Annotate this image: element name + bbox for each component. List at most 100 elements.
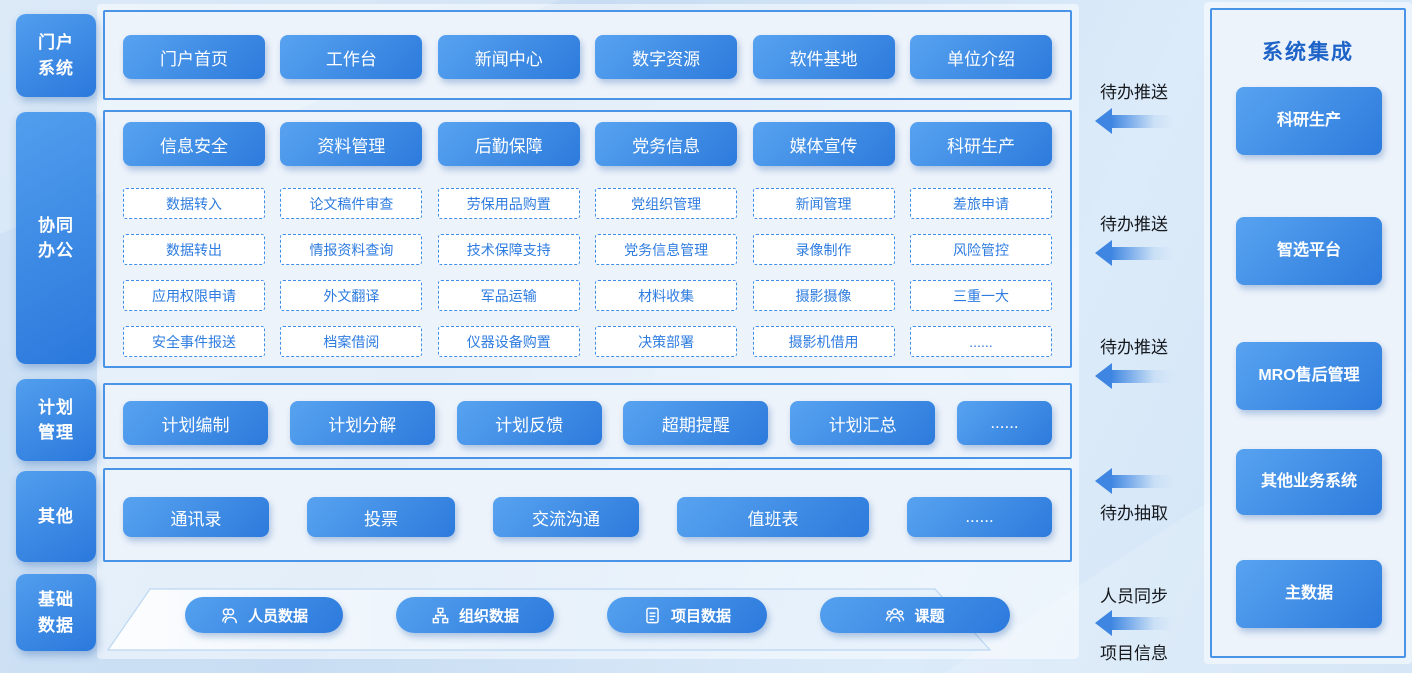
party-info-button[interactable]: 党务信息 bbox=[595, 122, 738, 166]
sidebar-item-plan: 计划 管理 bbox=[16, 379, 96, 461]
organization-data-button[interactable]: 组织数据 bbox=[396, 597, 554, 633]
flow-label: 待办推送 bbox=[1100, 83, 1168, 102]
portal-section: 门户首页 工作台 新闻中心 数字资源 软件基地 单位介绍 bbox=[103, 10, 1072, 100]
left-arrow-icon bbox=[1095, 363, 1173, 389]
pill-label: 课题 bbox=[914, 607, 945, 625]
other-section: 通讯录 投票 交流沟通 值班表 ...... bbox=[103, 468, 1072, 562]
module-item[interactable]: 党组织管理 bbox=[595, 188, 738, 219]
research-production-button[interactable]: 科研生产 bbox=[909, 122, 1052, 166]
module-item[interactable]: 决策部署 bbox=[595, 326, 738, 357]
pill-label: 组织数据 bbox=[458, 607, 519, 625]
overdue-reminder-button[interactable]: 超期提醒 bbox=[623, 401, 769, 445]
module-item[interactable]: 新闻管理 bbox=[752, 188, 895, 219]
module-item[interactable]: 摄影摄像 bbox=[752, 280, 895, 311]
module-item[interactable]: 数据转入 bbox=[123, 188, 265, 219]
flow-todo-push-2: 待办推送 bbox=[1086, 210, 1182, 266]
module-item[interactable]: 军品运输 bbox=[437, 280, 580, 311]
office-section: 信息安全 资料管理 后勤保障 党务信息 媒体宣传 科研生产 数据转入 论文稿件审… bbox=[103, 110, 1072, 368]
document-icon bbox=[646, 607, 659, 623]
communication-button[interactable]: 交流沟通 bbox=[493, 497, 639, 537]
sidebar-label-line: 管理 bbox=[38, 423, 74, 442]
module-item[interactable]: 安全事件报送 bbox=[123, 326, 265, 357]
module-item[interactable]: 技术保障支持 bbox=[437, 234, 580, 265]
plan-decompose-button[interactable]: 计划分解 bbox=[289, 401, 435, 445]
flow-sync: 人员同步 项目信息 bbox=[1086, 582, 1182, 664]
flow-todo-push-3: 待办推送 bbox=[1086, 333, 1182, 389]
pill-label: 项目数据 bbox=[670, 607, 731, 625]
plan-feedback-button[interactable]: 计划反馈 bbox=[456, 401, 602, 445]
module-item[interactable]: 档案借阅 bbox=[280, 326, 423, 357]
plan-section: 计划编制 计划分解 计划反馈 超期提醒 计划汇总 ...... bbox=[103, 383, 1072, 459]
media-publicity-button[interactable]: 媒体宣传 bbox=[752, 122, 895, 166]
integration-title: 系统集成 bbox=[1262, 41, 1354, 64]
material-mgmt-button[interactable]: 资料管理 bbox=[280, 122, 423, 166]
plan-more-button[interactable]: ...... bbox=[956, 401, 1052, 445]
module-item[interactable]: 情报资料查询 bbox=[280, 234, 423, 265]
module-item[interactable]: 摄影机借用 bbox=[752, 326, 895, 357]
plan-summary-button[interactable]: 计划汇总 bbox=[790, 401, 936, 445]
news-center-button[interactable]: 新闻中心 bbox=[437, 35, 580, 79]
project-data-button[interactable]: 项目数据 bbox=[607, 597, 767, 633]
sidebar-label-line: 计划 bbox=[38, 397, 74, 417]
integration-smart-select-button[interactable]: 智选平台 bbox=[1236, 217, 1382, 285]
flow-label: 待办推送 bbox=[1100, 338, 1168, 357]
topic-button[interactable]: 课题 bbox=[820, 597, 1010, 633]
integration-research-production-button[interactable]: 科研生产 bbox=[1236, 87, 1382, 155]
personnel-data-button[interactable]: 人员数据 bbox=[185, 597, 343, 633]
module-item[interactable]: 仪器设备购置 bbox=[437, 326, 580, 357]
module-item[interactable]: 差旅申请 bbox=[909, 188, 1052, 219]
module-item-more[interactable]: ...... bbox=[909, 326, 1052, 357]
base-data-row: 人员数据 组织数据 项目数据 课题 bbox=[185, 597, 1010, 633]
unit-intro-button[interactable]: 单位介绍 bbox=[909, 35, 1052, 79]
sidebar-item-office: 协同 办公 bbox=[16, 112, 96, 364]
integration-mro-aftersales-button[interactable]: MRO售后管理 bbox=[1236, 342, 1382, 410]
pill-label: 人员数据 bbox=[247, 607, 308, 625]
sidebar-item-portal: 门户 系统 bbox=[16, 14, 96, 97]
sidebar-label-line: 基础 bbox=[38, 590, 74, 609]
module-item[interactable]: 材料收集 bbox=[595, 280, 738, 311]
flow-label: 人员同步 bbox=[1100, 587, 1168, 606]
left-arrow-icon bbox=[1095, 108, 1173, 134]
module-item[interactable]: 应用权限申请 bbox=[123, 280, 265, 311]
integration-master-data-button[interactable]: 主数据 bbox=[1236, 560, 1382, 628]
sidebar-label-line: 办公 bbox=[38, 241, 74, 260]
group-icon bbox=[886, 608, 905, 622]
sidebar-label-line: 数据 bbox=[38, 615, 74, 635]
plan-compile-button[interactable]: 计划编制 bbox=[123, 401, 268, 445]
digital-resources-button[interactable]: 数字资源 bbox=[595, 35, 738, 79]
integration-panel: 系统集成 科研生产 智选平台 MRO售后管理 其他业务系统 主数据 bbox=[1210, 8, 1406, 658]
module-item[interactable]: 外文翻译 bbox=[280, 280, 423, 311]
other-more-button[interactable]: ...... bbox=[907, 497, 1052, 537]
workbench-button[interactable]: 工作台 bbox=[280, 35, 423, 79]
left-arrow-icon bbox=[1095, 240, 1173, 266]
sidebar-label-line: 其他 bbox=[38, 506, 74, 526]
org-icon bbox=[432, 607, 449, 623]
software-base-button[interactable]: 软件基地 bbox=[752, 35, 895, 79]
logistics-button[interactable]: 后勤保障 bbox=[437, 122, 580, 166]
sidebar-label-line: 系统 bbox=[38, 58, 74, 78]
module-item[interactable]: 三重一大 bbox=[909, 280, 1052, 311]
module-item[interactable]: 党务信息管理 bbox=[595, 234, 738, 265]
flow-todo-extract: 待办抽取 bbox=[1086, 468, 1182, 524]
module-item[interactable]: 劳保用品购置 bbox=[437, 188, 580, 219]
sidebar-label-line: 协同 bbox=[38, 215, 74, 235]
integration-other-business-button[interactable]: 其他业务系统 bbox=[1236, 449, 1382, 515]
flow-label: 待办抽取 bbox=[1100, 504, 1168, 523]
flow-todo-push-1: 待办推送 bbox=[1086, 78, 1182, 134]
sidebar-label-line: 门户 bbox=[38, 33, 74, 52]
people-icon bbox=[222, 607, 237, 623]
contacts-button[interactable]: 通讯录 bbox=[123, 497, 269, 537]
module-item[interactable]: 论文稿件审查 bbox=[280, 188, 423, 219]
flow-label: 项目信息 bbox=[1100, 644, 1168, 663]
sidebar-item-other: 其他 bbox=[16, 471, 96, 562]
vote-button[interactable]: 投票 bbox=[307, 497, 455, 537]
sidebar-item-basedata: 基础 数据 bbox=[16, 574, 96, 651]
module-item[interactable]: 风险管控 bbox=[909, 234, 1052, 265]
duty-roster-button[interactable]: 值班表 bbox=[677, 497, 869, 537]
module-item[interactable]: 数据转出 bbox=[123, 234, 265, 265]
left-arrow-icon bbox=[1095, 468, 1173, 494]
office-module-grid: 数据转入 论文稿件审查 劳保用品购置 党组织管理 新闻管理 差旅申请 数据转出 … bbox=[123, 188, 1052, 357]
module-item[interactable]: 录像制作 bbox=[752, 234, 895, 265]
portal-home-button[interactable]: 门户首页 bbox=[123, 35, 265, 79]
info-security-button[interactable]: 信息安全 bbox=[123, 122, 265, 166]
